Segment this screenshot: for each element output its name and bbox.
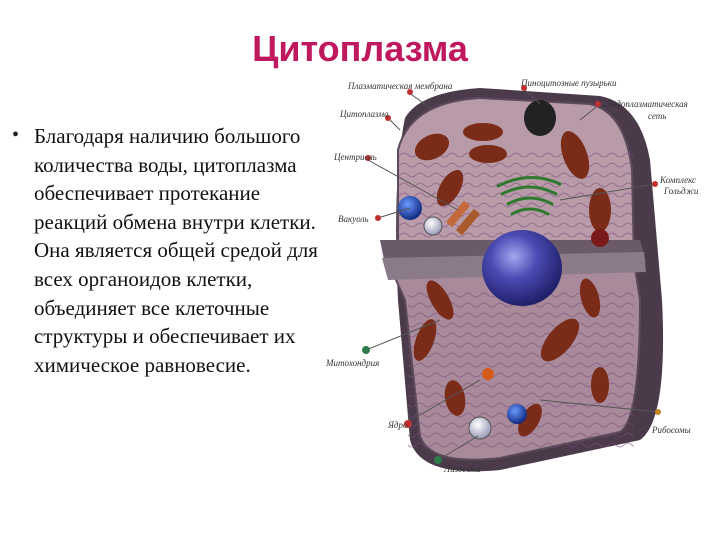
- label-centriole: Центриоль: [333, 152, 377, 162]
- label-mitochondria: Митохондрия: [325, 358, 379, 368]
- vacuole-2: [507, 404, 527, 424]
- label-ribosomes: Рибосомы: [651, 425, 691, 435]
- ribosome-dot: [482, 368, 494, 380]
- label-cytoplasm: Цитоплазма: [339, 109, 389, 119]
- nucleus: [482, 230, 562, 306]
- pinocytotic-vesicle: [524, 100, 556, 136]
- label-plasma-membrane: Плазматическая мембрана: [347, 81, 453, 91]
- label-golgi-2: Гольджи: [663, 186, 699, 196]
- nucleolus-dot: [591, 229, 609, 247]
- label-vacuole: Вакуоль: [338, 214, 369, 224]
- label-golgi: Комплекс: [659, 175, 696, 185]
- lysosome: [424, 217, 442, 235]
- label-nucleus: Ядро: [387, 420, 408, 430]
- label-pinocytotic-vesicles: Пиноцитозные пузырьки: [520, 78, 617, 88]
- label-er: Эндоплазматическая: [606, 99, 688, 109]
- lysosome-2: [469, 417, 491, 439]
- label-lysosome: Лизосома: [443, 464, 481, 474]
- label-er-2: сеть: [648, 111, 666, 121]
